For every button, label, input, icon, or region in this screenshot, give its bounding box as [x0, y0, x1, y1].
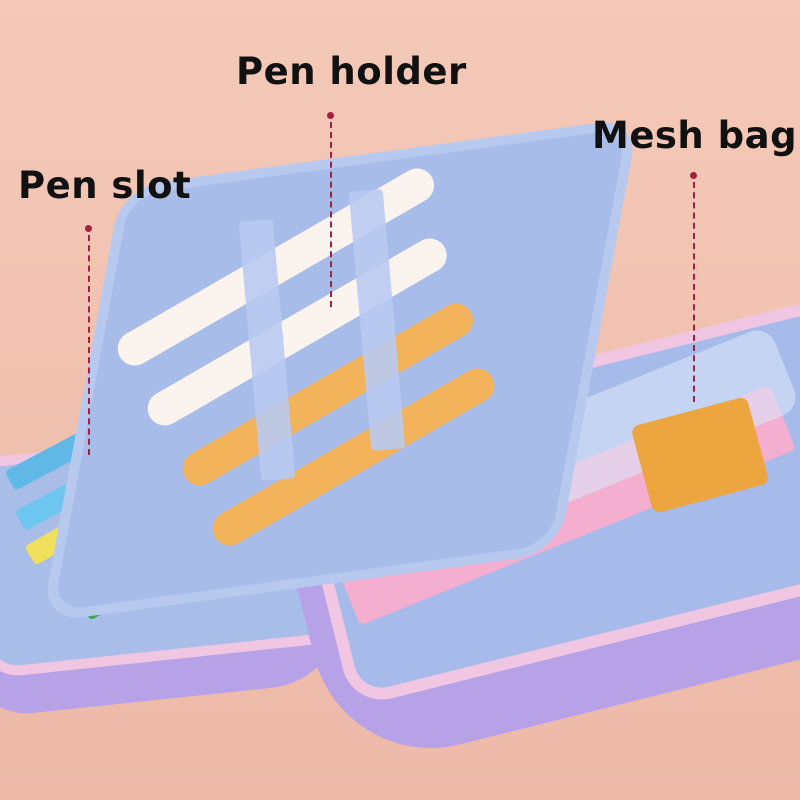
pen-slot-pointer-dot: [85, 225, 92, 232]
pen-holder-pointer-dot: [327, 112, 334, 119]
pen-holder-label: Pen holder: [236, 50, 467, 93]
pen-slot-pointer-line: [88, 235, 90, 455]
mesh-bag-label: Mesh bag: [592, 114, 798, 157]
mesh-bag-pointer-dot: [690, 172, 697, 179]
pen-slot-label: Pen slot: [18, 164, 192, 207]
pen-holder-pointer-line: [330, 122, 332, 307]
mesh-bag-pointer-line: [693, 182, 695, 402]
